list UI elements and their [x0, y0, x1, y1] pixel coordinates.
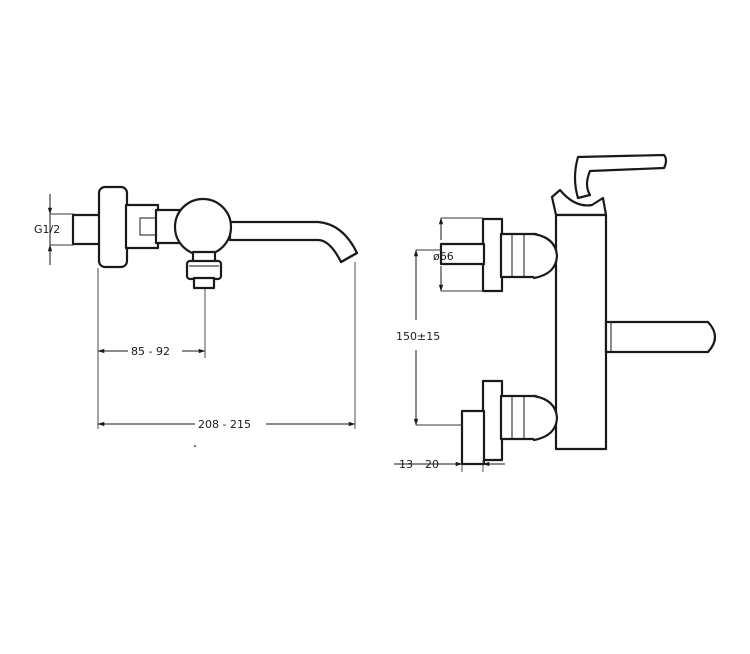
- overall-dimension-label: 208 - 215: [198, 418, 251, 431]
- lower-stub: [460, 409, 486, 466]
- outlet-nut: [185, 259, 223, 281]
- dim-a-label: 13: [399, 458, 413, 471]
- thread-stub: [71, 213, 102, 246]
- lower-dome: [532, 394, 559, 442]
- dim-b-label: 20: [425, 458, 439, 471]
- lower-nut: [499, 394, 538, 441]
- upper-stub: [439, 242, 486, 266]
- upper-dome: [532, 232, 559, 280]
- diameter-label: ø66: [433, 250, 454, 263]
- wall-flange: [97, 185, 129, 269]
- connector-nut: [124, 203, 160, 250]
- height-label: 150±15: [396, 330, 440, 343]
- side-view: [394, 153, 717, 472]
- front-view: [47, 185, 359, 447]
- upper-nut: [499, 232, 538, 279]
- outlet-tip: [192, 276, 216, 290]
- diverter-knob: [173, 197, 233, 257]
- bath-spout: [228, 220, 359, 264]
- inner-dimension-label: 85 - 92: [131, 345, 170, 358]
- upper-flange: [481, 217, 504, 293]
- lever-handle: [573, 153, 668, 200]
- lower-flange: [481, 379, 504, 462]
- thread-size-label: G1/2: [34, 223, 60, 236]
- mixer-body: [554, 213, 608, 451]
- cartridge-cap: [550, 188, 608, 217]
- side-spout: [604, 320, 717, 354]
